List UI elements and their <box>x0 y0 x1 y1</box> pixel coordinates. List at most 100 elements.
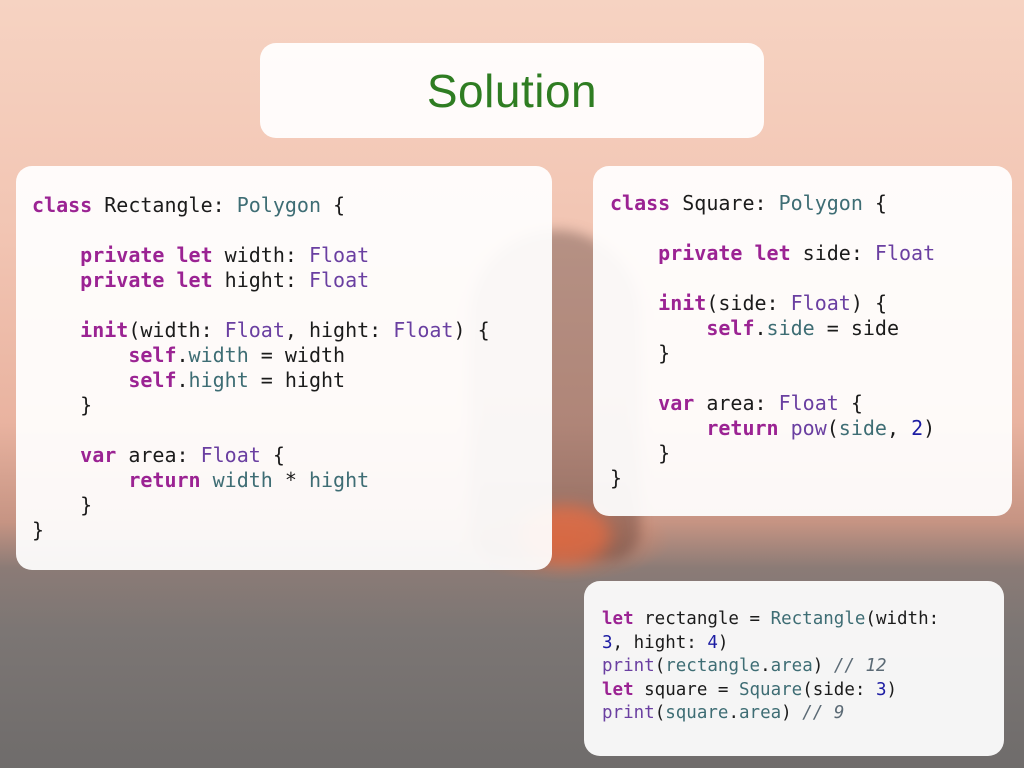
code-type: Rectangle <box>770 609 866 629</box>
code-text: } <box>80 393 93 417</box>
code-text: width: <box>212 243 309 267</box>
code-property: square <box>665 703 729 723</box>
code-text: ) { <box>453 318 490 342</box>
code-type: Float <box>200 443 261 467</box>
code-text: } <box>610 466 623 490</box>
code-text: Rectangle: <box>92 193 237 217</box>
code-type: Float <box>778 391 839 415</box>
code-text: } <box>32 518 45 542</box>
code-text: ( <box>654 656 666 676</box>
code-text: = hight <box>248 368 346 392</box>
code-text: { <box>838 391 863 415</box>
code-text: (side: <box>802 679 876 700</box>
code-number: 2 <box>911 416 924 440</box>
code-keyword: return <box>128 468 201 492</box>
code-type: Float <box>874 241 936 265</box>
code-type: Polygon <box>778 191 863 215</box>
code-number: 4 <box>707 632 718 653</box>
code-number: 3 <box>875 679 887 700</box>
code-keyword: private let <box>80 268 213 292</box>
code-text: ) <box>781 703 803 723</box>
code-text: } <box>658 441 671 465</box>
code-keyword: self <box>128 343 177 367</box>
code-text: ( <box>654 703 666 723</box>
code-text: hight: <box>212 268 309 292</box>
code-keyword: init <box>80 318 129 342</box>
code-text: (width: <box>128 318 225 342</box>
code-text: = width <box>248 343 346 367</box>
code-number: 3 <box>602 632 613 653</box>
usage-code-card: let rectangle = Rectangle(width: 3, high… <box>584 581 1004 756</box>
code-text: ) <box>717 632 729 653</box>
code-text: . <box>728 703 739 723</box>
code-text: (side: <box>706 291 791 315</box>
code-type: Float <box>308 243 370 267</box>
code-keyword: self <box>128 368 177 392</box>
code-keyword: var <box>80 443 117 467</box>
code-type: Square <box>738 679 803 700</box>
code-type: Polygon <box>236 193 322 217</box>
code-text: ) { <box>850 291 887 315</box>
code-property: width <box>188 343 249 367</box>
code-text: . <box>176 368 189 392</box>
code-keyword: let <box>602 679 634 700</box>
code-type: Float <box>393 318 454 342</box>
code-keyword: let <box>602 609 634 629</box>
code-comment: // 12 <box>833 656 887 676</box>
code-text: { <box>260 443 285 467</box>
code-keyword: private let <box>80 243 213 267</box>
code-text: , hight: <box>284 318 394 342</box>
code-text: . <box>176 343 189 367</box>
code-text: Square: <box>670 191 779 215</box>
title-box: Solution <box>260 43 764 138</box>
square-code-block: class Square: Polygon { private let side… <box>610 191 1012 491</box>
code-keyword: class <box>32 193 93 217</box>
code-keyword: init <box>658 291 707 315</box>
code-property: area <box>739 703 782 723</box>
code-keyword: var <box>658 391 695 415</box>
slide-title: Solution <box>426 64 598 117</box>
code-text: = side <box>814 316 900 340</box>
code-text: side: <box>790 241 875 265</box>
code-text: area: <box>116 443 201 467</box>
code-text: . <box>760 656 771 676</box>
code-text: (width: <box>865 609 940 629</box>
code-property: rectangle <box>665 656 761 676</box>
code-text: . <box>754 316 767 340</box>
usage-code-block: let rectangle = Rectangle(width: 3, high… <box>602 608 1004 726</box>
code-text: , <box>886 416 912 440</box>
code-text: ) <box>923 416 936 440</box>
code-keyword: private let <box>658 241 791 265</box>
code-property: area <box>770 656 813 676</box>
square-code-card: class Square: Polygon { private let side… <box>593 166 1012 516</box>
code-text: } <box>658 341 671 365</box>
code-text: { <box>321 193 346 217</box>
code-keyword: self <box>706 316 755 340</box>
code-text: { <box>862 191 887 215</box>
code-text: * <box>272 468 309 492</box>
rectangle-code-block: class Rectangle: Polygon { private let w… <box>32 193 552 543</box>
code-property: side <box>838 416 887 440</box>
code-text: ) <box>812 656 834 676</box>
code-function: print <box>602 703 655 723</box>
code-text: ) <box>886 679 898 700</box>
code-text: ( <box>826 416 839 440</box>
code-keyword: return <box>706 416 779 440</box>
code-property: hight <box>308 468 370 492</box>
code-type: Float <box>308 268 370 292</box>
code-type: Float <box>224 318 285 342</box>
code-keyword: class <box>610 191 671 215</box>
code-function: print <box>602 656 655 676</box>
code-text: area: <box>694 391 779 415</box>
code-text: } <box>80 493 93 517</box>
code-property: hight <box>188 368 249 392</box>
code-function: pow <box>790 416 827 440</box>
code-property: width <box>212 468 273 492</box>
code-property: side <box>766 316 815 340</box>
code-comment: // 9 <box>802 703 845 723</box>
rectangle-code-card: class Rectangle: Polygon { private let w… <box>16 166 552 570</box>
code-type: Float <box>790 291 851 315</box>
code-text: square = <box>633 679 739 700</box>
code-text: rectangle = <box>633 609 771 629</box>
code-text: , hight: <box>612 632 708 653</box>
